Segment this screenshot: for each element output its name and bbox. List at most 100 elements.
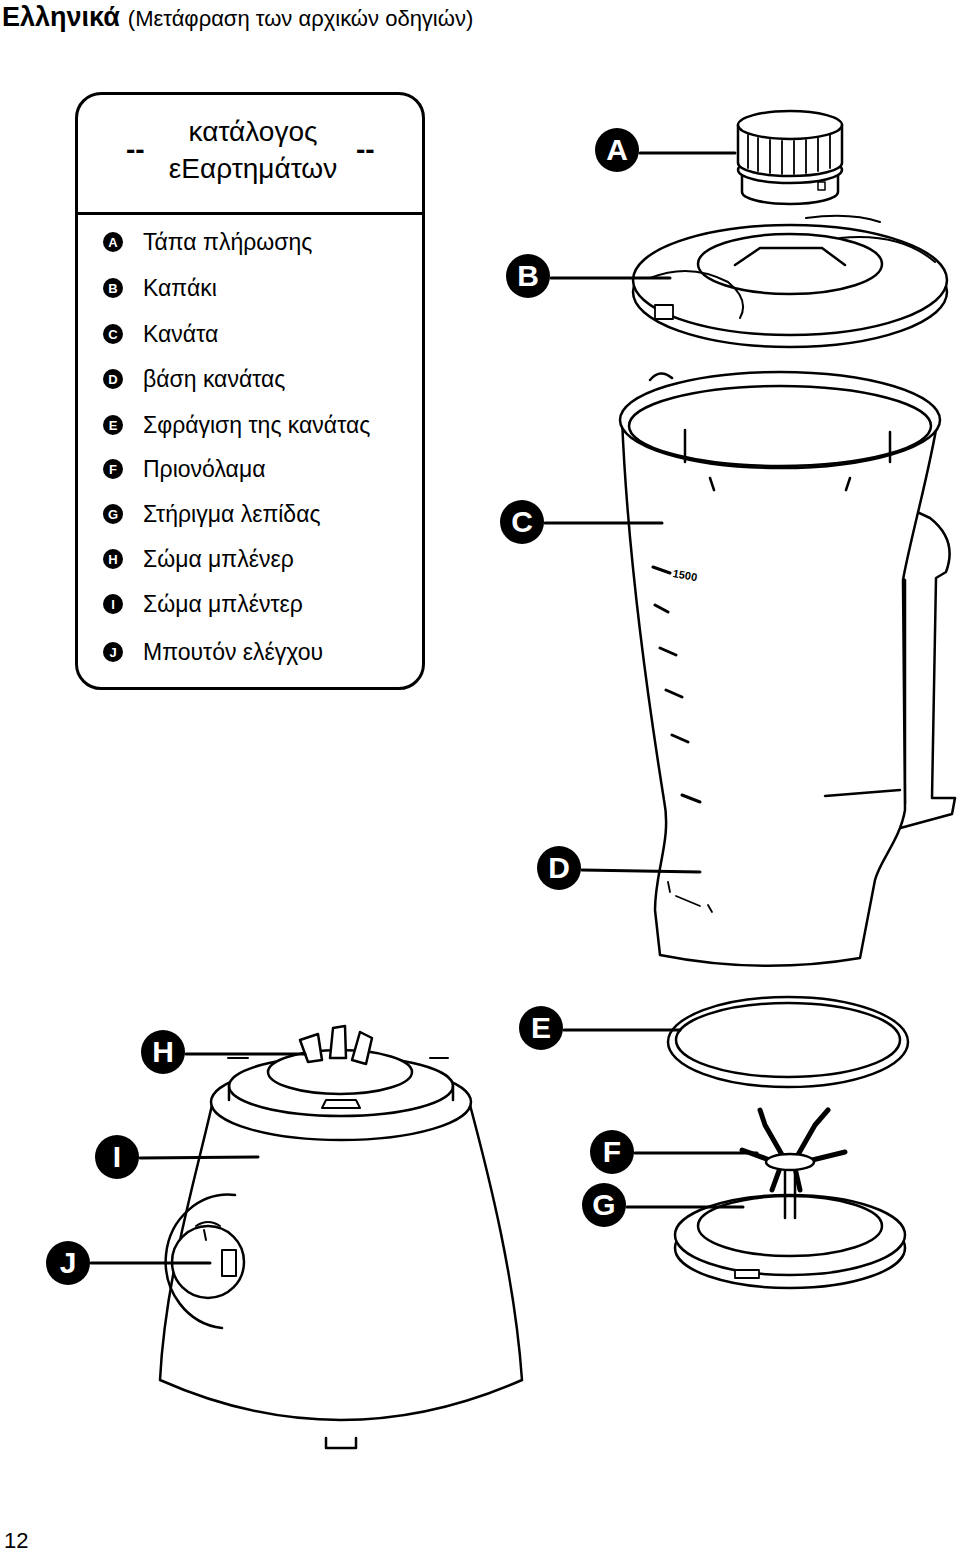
badge-letter: I	[111, 598, 115, 611]
leader-line-part	[564, 1029, 680, 1032]
part-name: Σώμα μπλένερ	[143, 544, 294, 574]
leader-line-part	[635, 1152, 757, 1155]
lid	[633, 216, 947, 347]
seal-ring-part	[676, 1003, 900, 1077]
motor-base-part	[222, 1250, 236, 1276]
blade-assembly	[675, 1110, 905, 1288]
list-letter-badge: D	[103, 369, 123, 389]
callout-letter: F	[590, 1130, 634, 1174]
parts-list-box: --κατάλογος εΕαρτημάτων-- Τάπα πλήρωσηςΚα…	[75, 92, 425, 690]
list-letter-badge: I	[103, 594, 123, 614]
badge-letter: G	[108, 508, 118, 521]
leader-line-part	[545, 522, 662, 525]
part-name: Σώμα μπλέντερ	[143, 589, 303, 619]
part-name: Μπουτόν ελέγχου	[143, 637, 323, 667]
callout-letter-text: E	[531, 1013, 551, 1043]
motor-base-part	[326, 1438, 356, 1448]
callout-letter-text: G	[592, 1190, 615, 1220]
part-name: Κανάτα	[143, 319, 218, 349]
part-name: Σφράγιση της κανάτας	[143, 410, 370, 440]
list-letter-badge: E	[103, 415, 123, 435]
lid-part	[698, 234, 882, 294]
badge-letter: J	[109, 646, 116, 659]
leader-line-part	[186, 1053, 305, 1056]
list-letter-badge: G	[103, 504, 123, 524]
callout-letter: H	[141, 1030, 185, 1074]
callout-letter: B	[506, 254, 550, 298]
heading-separator	[78, 212, 422, 215]
callout-letter-text: B	[517, 261, 539, 291]
callout-letter-text: I	[113, 1142, 121, 1172]
leader-line-part	[551, 277, 670, 280]
filler-cap-part	[818, 182, 825, 190]
callout-letter: D	[537, 846, 581, 890]
seal-ring	[668, 997, 908, 1087]
dash-mark: --	[126, 135, 145, 165]
motor-base-part	[300, 1026, 372, 1064]
subtitle: (Μετάφραση των αρχικών οδηγιών)	[128, 6, 473, 32]
callout-letter: E	[519, 1006, 563, 1050]
part-name: Στήριγμα λεπίδας	[143, 499, 321, 529]
leader-line-part	[627, 1206, 743, 1209]
leader-line-part	[91, 1262, 210, 1265]
list-letter-badge: F	[103, 459, 123, 479]
badge-letter: F	[109, 463, 117, 476]
badge-letter: C	[108, 328, 117, 341]
page-header: Ελληνικά(Μετάφραση των αρχικών οδηγιών)	[2, 2, 473, 33]
callout-letter-text: D	[548, 853, 570, 883]
list-letter-badge: B	[103, 278, 123, 298]
badge-letter: E	[109, 419, 118, 432]
lid-part	[633, 225, 947, 335]
leader-line-part	[582, 870, 700, 872]
seal-ring-part	[668, 997, 908, 1087]
list-letter-badge: J	[103, 642, 123, 662]
part-name: βάση κανάτας	[143, 364, 285, 394]
callout-letter-text: F	[603, 1137, 621, 1167]
callout-letter-text: J	[60, 1248, 77, 1278]
blade-assembly-part	[698, 1196, 882, 1256]
blade-assembly-part	[785, 1168, 795, 1218]
leader-line-part	[140, 1157, 258, 1158]
badge-letter: D	[108, 373, 117, 386]
jug-part	[629, 386, 931, 466]
jug-part	[650, 373, 890, 490]
jug-part	[825, 790, 900, 796]
callout-letter: C	[500, 500, 544, 544]
leader-line-part	[640, 152, 735, 155]
blade-assembly-part	[766, 1154, 814, 1170]
badge-letter: H	[108, 553, 117, 566]
jug-part	[622, 418, 938, 966]
filler-cap	[738, 111, 842, 204]
part-name: Πριονόλαμα	[143, 454, 265, 484]
badge-letter: B	[108, 282, 117, 295]
lid-part	[650, 216, 935, 318]
lid-part	[655, 305, 673, 319]
callout-letter: J	[46, 1241, 90, 1285]
list-letter-badge: H	[103, 549, 123, 569]
part-name: Καπάκι	[143, 273, 217, 303]
motor-base-part	[196, 1222, 220, 1240]
list-letter-badge: C	[103, 324, 123, 344]
filler-cap-part	[748, 135, 830, 174]
badge-letter: A	[108, 236, 117, 249]
lid-part	[735, 248, 845, 265]
list-heading: κατάλογος εΕαρτημάτων	[148, 113, 358, 187]
jug-part	[653, 567, 700, 802]
dash-mark: --	[356, 135, 375, 165]
motor-base-part	[228, 1058, 448, 1108]
motor-base	[160, 1026, 522, 1448]
callout-letter-text: C	[511, 507, 533, 537]
callout-letter-text: A	[606, 135, 628, 165]
callout-letter: G	[582, 1183, 626, 1227]
blade-assembly-part	[735, 1270, 759, 1278]
list-letter-badge: A	[103, 232, 123, 252]
callout-letter: I	[95, 1135, 139, 1179]
part-name: Τάπα πλήρωσης	[143, 227, 312, 257]
callout-letter: A	[595, 128, 639, 172]
page-number: 12	[4, 1528, 28, 1554]
callout-letter-text: H	[152, 1037, 174, 1067]
jug	[620, 372, 955, 966]
blade-assembly-part	[742, 1110, 845, 1190]
jug-part	[668, 882, 712, 912]
